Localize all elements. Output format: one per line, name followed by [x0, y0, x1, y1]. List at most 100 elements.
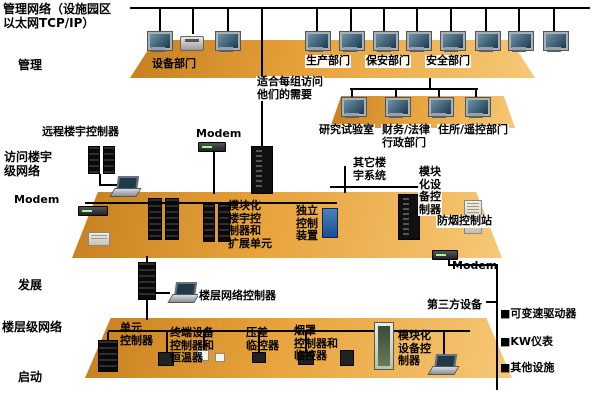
- label-residence-remote: 住所/遥控部门: [437, 123, 510, 137]
- connector-line: [330, 186, 430, 188]
- connector-line: [227, 9, 229, 32]
- connector-line: [166, 332, 168, 352]
- connector-line: [486, 301, 497, 303]
- modem-icon: [432, 250, 458, 260]
- computer-icon: [216, 32, 240, 54]
- small-box-icon: [340, 350, 354, 366]
- computer-icon: [429, 98, 453, 120]
- connector-line: [99, 174, 101, 186]
- connector-line: [350, 9, 352, 32]
- label-modular-equip-controller-lower: 模块化 设备控 制器: [398, 329, 431, 367]
- label-terminal-thermostat: 终端设备 控制器和 恒温器: [170, 326, 214, 364]
- label-modem-mid: Modem: [14, 193, 60, 206]
- label-modular-building-controller: 模块化 楼宇控 制器和 扩展单元: [228, 199, 272, 250]
- label-other-building-systems: 其它楼 宇系统: [352, 156, 387, 182]
- connector-line: [213, 152, 215, 194]
- connector-line: [203, 332, 205, 350]
- connector-line: [429, 78, 431, 90]
- label-pressure-monitor: 压差 临控器: [246, 326, 279, 352]
- small-box-icon: [298, 352, 314, 365]
- box-light-icon: [88, 232, 110, 246]
- connector-line: [350, 88, 478, 90]
- stage-floor-network: 楼层级网络: [2, 320, 63, 334]
- connector-line: [443, 332, 445, 356]
- computer-icon: [342, 98, 366, 120]
- connector-line: [351, 90, 353, 99]
- connector-line: [108, 330, 470, 332]
- connector-line: [107, 332, 109, 340]
- legend-other-facilities: ■其他设施: [500, 361, 555, 374]
- computer-icon: [340, 32, 364, 54]
- connector-line: [448, 256, 450, 266]
- computer-icon: [306, 32, 330, 54]
- connector-line: [258, 332, 260, 352]
- connector-line: [130, 7, 590, 9]
- white-box-icon: [197, 350, 209, 361]
- controller-icon: [88, 146, 100, 174]
- computer-icon: [476, 32, 500, 54]
- connector-line: [159, 9, 161, 32]
- connector-line: [485, 9, 487, 32]
- connector-line: [395, 90, 397, 99]
- label-equipment-dept: 设备部门: [152, 57, 196, 70]
- computer-icon: [407, 32, 431, 54]
- label-floor-network-controller: 楼层网络控制器: [198, 289, 277, 303]
- computer-icon: [386, 98, 410, 120]
- stage-startup: 启动: [18, 370, 43, 384]
- label-modular-equip-controller-upper: 模块 化设 备控 制器: [418, 165, 442, 216]
- connector-line: [305, 332, 307, 352]
- modem-icon: [78, 206, 108, 216]
- controller-icon: [218, 204, 230, 242]
- small-box-icon: [252, 352, 266, 363]
- legend-kw-meter: ■KW仪表: [500, 335, 554, 348]
- label-hood-controller: 烟罩 控制器和 临控器: [294, 324, 338, 362]
- controller-icon: [203, 204, 215, 242]
- label-unit-controller: 单元 控制器: [120, 321, 153, 347]
- connector-line: [192, 9, 194, 34]
- stage-management: 管理: [18, 58, 43, 72]
- cabinet-icon: [251, 146, 273, 194]
- laptop-icon: [110, 176, 138, 196]
- box-blue-icon: [322, 208, 338, 238]
- connector-line: [448, 264, 498, 266]
- label-smoke-control-station: 防烟控制站: [436, 214, 493, 228]
- label-production-dept: 生产部门: [305, 54, 351, 68]
- computer-icon: [544, 32, 568, 54]
- small-box-icon: [158, 352, 174, 366]
- controller-icon: [165, 198, 179, 240]
- controller-icon: [148, 198, 162, 240]
- connector-line: [438, 90, 440, 99]
- white-box-icon: [215, 353, 225, 362]
- controller-icon: [138, 262, 156, 300]
- label-finance-legal-admin: 财务/法律 行政部门: [381, 123, 432, 149]
- label-modem-top: Modem: [196, 127, 242, 140]
- connector-line: [496, 264, 498, 390]
- laptop-icon: [428, 354, 456, 374]
- label-modem-lower: Modem: [452, 259, 498, 272]
- connector-line: [383, 9, 385, 32]
- cabinet-green-icon: [374, 322, 394, 370]
- stage-access-building-network: 访问楼宇 级网络: [4, 150, 53, 178]
- computer-icon: [466, 98, 490, 120]
- label-third-party-devices: 第三方设备: [426, 298, 483, 312]
- connector-line: [344, 166, 346, 193]
- modem-icon: [198, 142, 226, 152]
- label-access-note: 适合每组访问 他们的需要: [256, 75, 324, 101]
- label-security-dept: 保安部门: [365, 54, 411, 68]
- connector-line: [518, 9, 520, 32]
- stage-development: 发展: [18, 278, 43, 292]
- connector-line: [475, 90, 477, 99]
- label-standalone-control: 独立 控制 装置: [296, 204, 318, 242]
- computer-icon: [148, 32, 172, 54]
- legend-variable-speed-drive: ■可变速驱动器: [500, 307, 577, 320]
- controller-icon: [98, 340, 118, 372]
- label-remote-building-controller: 远程楼宇控制器: [42, 125, 119, 138]
- controller-icon: [103, 146, 115, 174]
- connector-line: [416, 9, 418, 32]
- connector-line: [553, 9, 555, 32]
- laptop-icon: [168, 282, 196, 302]
- computer-icon: [441, 32, 465, 54]
- connector-line: [450, 9, 452, 32]
- connector-line: [85, 202, 337, 204]
